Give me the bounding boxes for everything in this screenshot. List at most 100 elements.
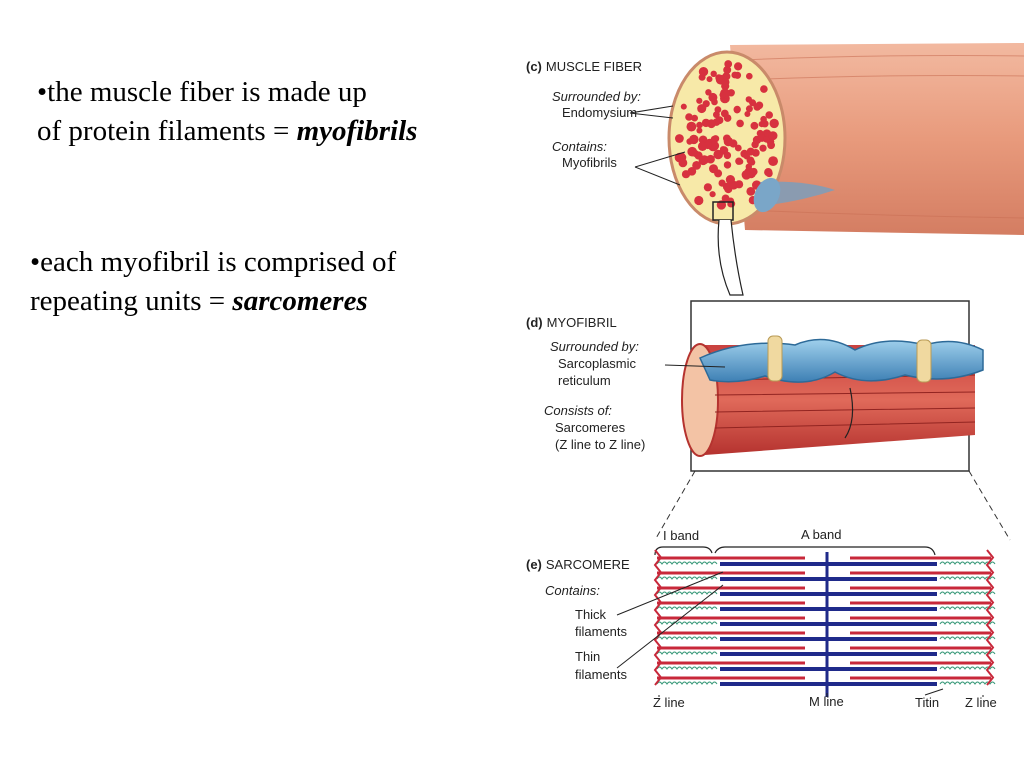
mfb-sr-line2: reticulum bbox=[558, 373, 611, 388]
sc-thin-line2: filaments bbox=[575, 667, 628, 682]
z-line-left-label: Z line bbox=[653, 695, 685, 710]
myofibril-dot bbox=[701, 118, 711, 128]
bullet-muscle-fiber: •the muscle fiber is made up of protein … bbox=[37, 73, 417, 151]
titin-filament bbox=[939, 666, 996, 670]
titin-filament bbox=[656, 561, 718, 565]
myofibril-dot bbox=[769, 118, 779, 129]
band-brackets bbox=[654, 546, 936, 556]
myofibril-dot bbox=[734, 144, 742, 152]
myofibril-dot bbox=[678, 158, 688, 168]
myofibril-dot bbox=[745, 96, 752, 103]
t-tubule-right bbox=[916, 339, 932, 383]
myofibril-dot bbox=[702, 100, 710, 108]
myofibril-dot bbox=[744, 111, 751, 117]
bullet-1-line-1: •the muscle fiber is made up bbox=[37, 76, 367, 108]
myofibril-dot bbox=[705, 89, 712, 96]
titin-filament bbox=[656, 606, 718, 610]
sc-thick-line1: Thick bbox=[575, 607, 607, 622]
myofibril-dot bbox=[719, 91, 726, 99]
z-line-right bbox=[985, 549, 995, 686]
muscle-fiber-title: (c)MUSCLE FIBER bbox=[526, 59, 642, 74]
myofibril-dot bbox=[729, 182, 736, 189]
myofibril-dot bbox=[706, 154, 715, 164]
myofibril-dot bbox=[746, 72, 753, 80]
titin-pointer bbox=[924, 688, 944, 696]
myofibril-dot bbox=[745, 105, 753, 113]
myofibril-dot bbox=[708, 92, 718, 102]
myofibril-dot bbox=[750, 121, 759, 130]
titin-filament bbox=[939, 651, 996, 655]
mfb-sarcomeres-label: Sarcomeres bbox=[555, 420, 626, 435]
bullet-2-line-2: repeating units = sarcomeres bbox=[30, 282, 396, 321]
myofibril-dot bbox=[694, 195, 704, 206]
muscle-fiber-panel: (c)MUSCLE FIBER Surrounded by: Endomysiu… bbox=[526, 43, 1024, 296]
myofibril-dot bbox=[678, 152, 686, 159]
myofibril-dot bbox=[698, 67, 709, 77]
myofibril-dot bbox=[760, 85, 768, 93]
figure-svg: (c)MUSCLE FIBER Surrounded by: Endomysiu… bbox=[526, 43, 1024, 710]
myofibril-dot bbox=[710, 70, 717, 77]
myofibril-title: (d)MYOFIBRIL bbox=[526, 315, 617, 330]
bullet-1-line-2: of protein filaments = myofibrils bbox=[37, 112, 417, 151]
myofibril-dot bbox=[734, 62, 743, 71]
myofibril-dot bbox=[696, 127, 703, 134]
myofibril-dot bbox=[721, 194, 730, 203]
sarcomere-filaments bbox=[653, 549, 996, 697]
myofibril-dot bbox=[675, 134, 684, 143]
titin-filament bbox=[939, 591, 996, 595]
titin-filament bbox=[939, 621, 996, 625]
myofibril-dot bbox=[696, 97, 703, 104]
bullet-2-line-1: •each myofibril is comprised of bbox=[30, 246, 397, 278]
myofibril-dot bbox=[698, 135, 708, 145]
myofibril-dot bbox=[759, 144, 767, 152]
myofibril-dot bbox=[718, 179, 726, 187]
titin-label: Titin bbox=[915, 695, 939, 710]
myofibril-dot bbox=[703, 183, 712, 192]
term-sarcomeres: sarcomeres bbox=[232, 285, 368, 317]
myofibril-dot bbox=[768, 131, 778, 141]
z-line-right-label: Z line bbox=[965, 695, 997, 710]
bullet-myofibril: •each myofibril is comprised of repeatin… bbox=[30, 243, 396, 321]
sc-thick-line2: filaments bbox=[575, 624, 628, 639]
zoom-arrow bbox=[717, 219, 744, 296]
myofibril-dot bbox=[763, 136, 770, 143]
myofibril-dot bbox=[698, 155, 708, 166]
myofibril-dot bbox=[714, 169, 723, 178]
myofibril-dot bbox=[685, 113, 693, 121]
myofibril-dot bbox=[767, 141, 775, 150]
myofibril-dot bbox=[748, 159, 756, 166]
myofibril-dot bbox=[755, 101, 764, 110]
titin-filament bbox=[939, 606, 996, 610]
mf-myofibrils-label: Myofibrils bbox=[562, 155, 617, 170]
myofibril-dot bbox=[723, 134, 731, 143]
myofibril-dot bbox=[745, 163, 752, 170]
myofibril-dot bbox=[709, 191, 716, 198]
myofibril-dots bbox=[674, 60, 779, 210]
myofibril-dot bbox=[686, 121, 697, 132]
sc-thin-line1: Thin bbox=[575, 649, 600, 664]
myofibril-dot bbox=[723, 151, 732, 160]
titin-filament bbox=[939, 681, 996, 685]
sarcomere-panel: (e)SARCOMERE Contains: Thick filaments T… bbox=[526, 527, 997, 710]
myofibril-dot bbox=[760, 115, 767, 123]
myofibril-dot bbox=[741, 170, 752, 180]
myofibril-dot bbox=[689, 134, 698, 144]
myofibril-dot bbox=[680, 103, 687, 110]
myofibril-dot bbox=[691, 114, 698, 122]
titin-filament bbox=[656, 666, 718, 670]
titin-filament bbox=[939, 576, 996, 580]
myofibril-dot bbox=[746, 147, 755, 156]
myofibril-dot bbox=[714, 106, 722, 114]
t-tubule-left bbox=[767, 335, 783, 382]
mfb-surrounded-label: Surrounded by: bbox=[550, 339, 639, 354]
mfb-consists-label: Consists of: bbox=[544, 403, 612, 418]
myofibril-dot bbox=[736, 119, 744, 128]
mf-endomysium-label: Endomysium bbox=[562, 105, 637, 120]
titin-filament bbox=[656, 621, 718, 625]
m-line-label: M line bbox=[809, 694, 844, 709]
bullet-2-prefix: repeating units = bbox=[30, 285, 233, 317]
myofibril-dot bbox=[731, 71, 739, 79]
bullet-1-prefix: of protein filaments = bbox=[37, 115, 297, 147]
myofibril-dot bbox=[696, 121, 703, 129]
titin-filament bbox=[656, 591, 718, 595]
